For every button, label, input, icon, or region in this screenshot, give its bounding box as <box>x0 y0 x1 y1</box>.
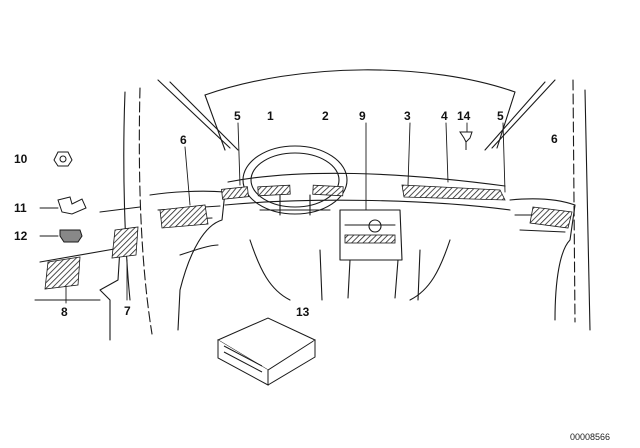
callout-6-right: 6 <box>551 132 558 146</box>
reference-number: 00008566 <box>570 432 611 442</box>
trim-door-right-upper <box>529 206 573 229</box>
windshield-outline <box>204 69 516 96</box>
trim-lower-left-7 <box>111 226 139 259</box>
push-clip-icon <box>459 131 473 143</box>
callout-14: 14 <box>457 109 471 123</box>
callout-3: 3 <box>404 109 411 123</box>
steering-wheel <box>242 145 348 215</box>
callout-1: 1 <box>267 109 274 123</box>
trim-strip-center <box>312 184 344 197</box>
grommet-icon <box>59 229 83 243</box>
callout-2: 2 <box>322 109 329 123</box>
callout-8: 8 <box>61 305 68 319</box>
door-left <box>149 190 226 331</box>
center-console <box>339 209 403 261</box>
callout-9: 9 <box>359 109 366 123</box>
console-trim <box>344 234 396 244</box>
trim-strip-right-dash <box>401 184 506 201</box>
door-right <box>509 198 576 321</box>
callout-6-left: 6 <box>180 133 187 147</box>
callout-5-right: 5 <box>497 109 504 123</box>
callout-13: 13 <box>296 305 310 319</box>
a-pillar-right <box>484 79 556 151</box>
dashboard-line <box>227 172 506 187</box>
trim-lower-left-8 <box>44 256 81 290</box>
callout-5-left: 5 <box>234 109 241 123</box>
callout-7: 7 <box>124 304 131 318</box>
callout-10: 10 <box>14 152 28 166</box>
trim-strip-left-dash <box>221 186 249 200</box>
trim-door-left-upper <box>159 204 209 229</box>
callout-12: 12 <box>14 229 28 243</box>
trim-strip-cluster <box>257 184 291 197</box>
callout-11: 11 <box>14 201 27 215</box>
callout-4: 4 <box>441 109 448 123</box>
clip-icon <box>57 196 87 215</box>
a-pillar-left <box>157 79 239 151</box>
